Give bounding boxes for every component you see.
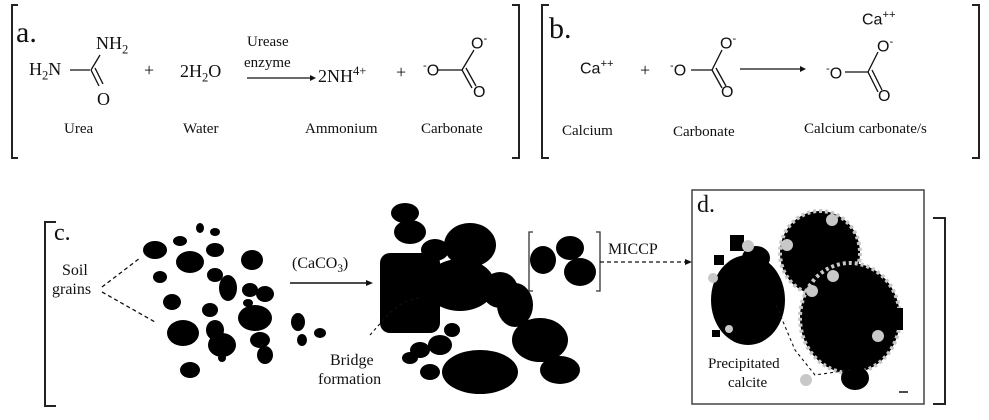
water-label: Water <box>183 121 219 137</box>
carbonate-a-o-bottom: O <box>473 84 486 101</box>
ammonium-formula: 2NH4+ <box>318 64 367 86</box>
precip-line1: Precipitated <box>708 356 780 372</box>
soil-grains-line1: Soil <box>62 262 88 279</box>
calcium-formula: Ca++ <box>580 58 614 78</box>
bracket-c-left <box>44 221 56 407</box>
bridge-line1: Bridge <box>330 352 374 369</box>
urea-label: Urea <box>64 121 94 137</box>
panel-b-letter: b. <box>549 12 572 45</box>
panel-d-grains <box>711 209 903 390</box>
panel-a-letter: a. <box>16 16 37 49</box>
plus-a2: + <box>396 62 407 82</box>
product-o-bottom: O <box>878 88 891 105</box>
panel-c-letter: c. <box>54 220 71 246</box>
carbonate-b-o-bottom: O <box>721 84 734 101</box>
precip-line2: calcite <box>728 375 768 391</box>
soil-grains-cluster <box>143 223 326 378</box>
panel-d-letter: d. <box>697 192 715 218</box>
urea-nh2: NH2 <box>96 33 129 57</box>
bridge-formation-cluster <box>380 203 580 394</box>
plus-b: + <box>640 60 651 80</box>
carbonate-b-o-left: -O <box>670 60 687 80</box>
carbonate-a-o-top: O- <box>471 33 488 53</box>
bracket-a-right <box>512 4 520 159</box>
calcium-label: Calcium <box>562 123 613 139</box>
carbonate-a-label: Carbonate <box>421 121 483 137</box>
bridge-line2: formation <box>318 371 382 388</box>
bracket-a-left <box>11 4 18 159</box>
product-o-top: O- <box>877 36 894 56</box>
product-o-left: -O <box>826 63 843 83</box>
plus-a1: + <box>144 60 155 80</box>
calcite-crystals <box>708 214 884 386</box>
panel-d-frame <box>691 189 925 405</box>
soil-grains-line2: grains <box>52 281 92 298</box>
urease-label: Urease <box>247 34 289 50</box>
urea-h2n: H2N <box>29 59 62 83</box>
water-formula: 2H2O <box>180 61 222 85</box>
bracket-b-right <box>972 4 980 159</box>
caco3-label: (CaCO3) <box>292 255 349 276</box>
miccp-label: MICCP <box>608 241 658 258</box>
bracket-d-right <box>933 217 946 405</box>
urea-o: O <box>97 89 110 109</box>
enzyme-label: enzyme <box>244 55 291 71</box>
product-label: Calcium carbonate/s <box>804 121 927 137</box>
bracket-b-left <box>541 4 549 159</box>
product-ca: Ca++ <box>862 9 896 29</box>
carbonate-a-o-left: -O <box>423 60 440 80</box>
ammonium-label: Ammonium <box>305 121 378 137</box>
carbonate-b-label: Carbonate <box>673 124 735 140</box>
carbonate-b-o-top: O- <box>720 33 737 53</box>
